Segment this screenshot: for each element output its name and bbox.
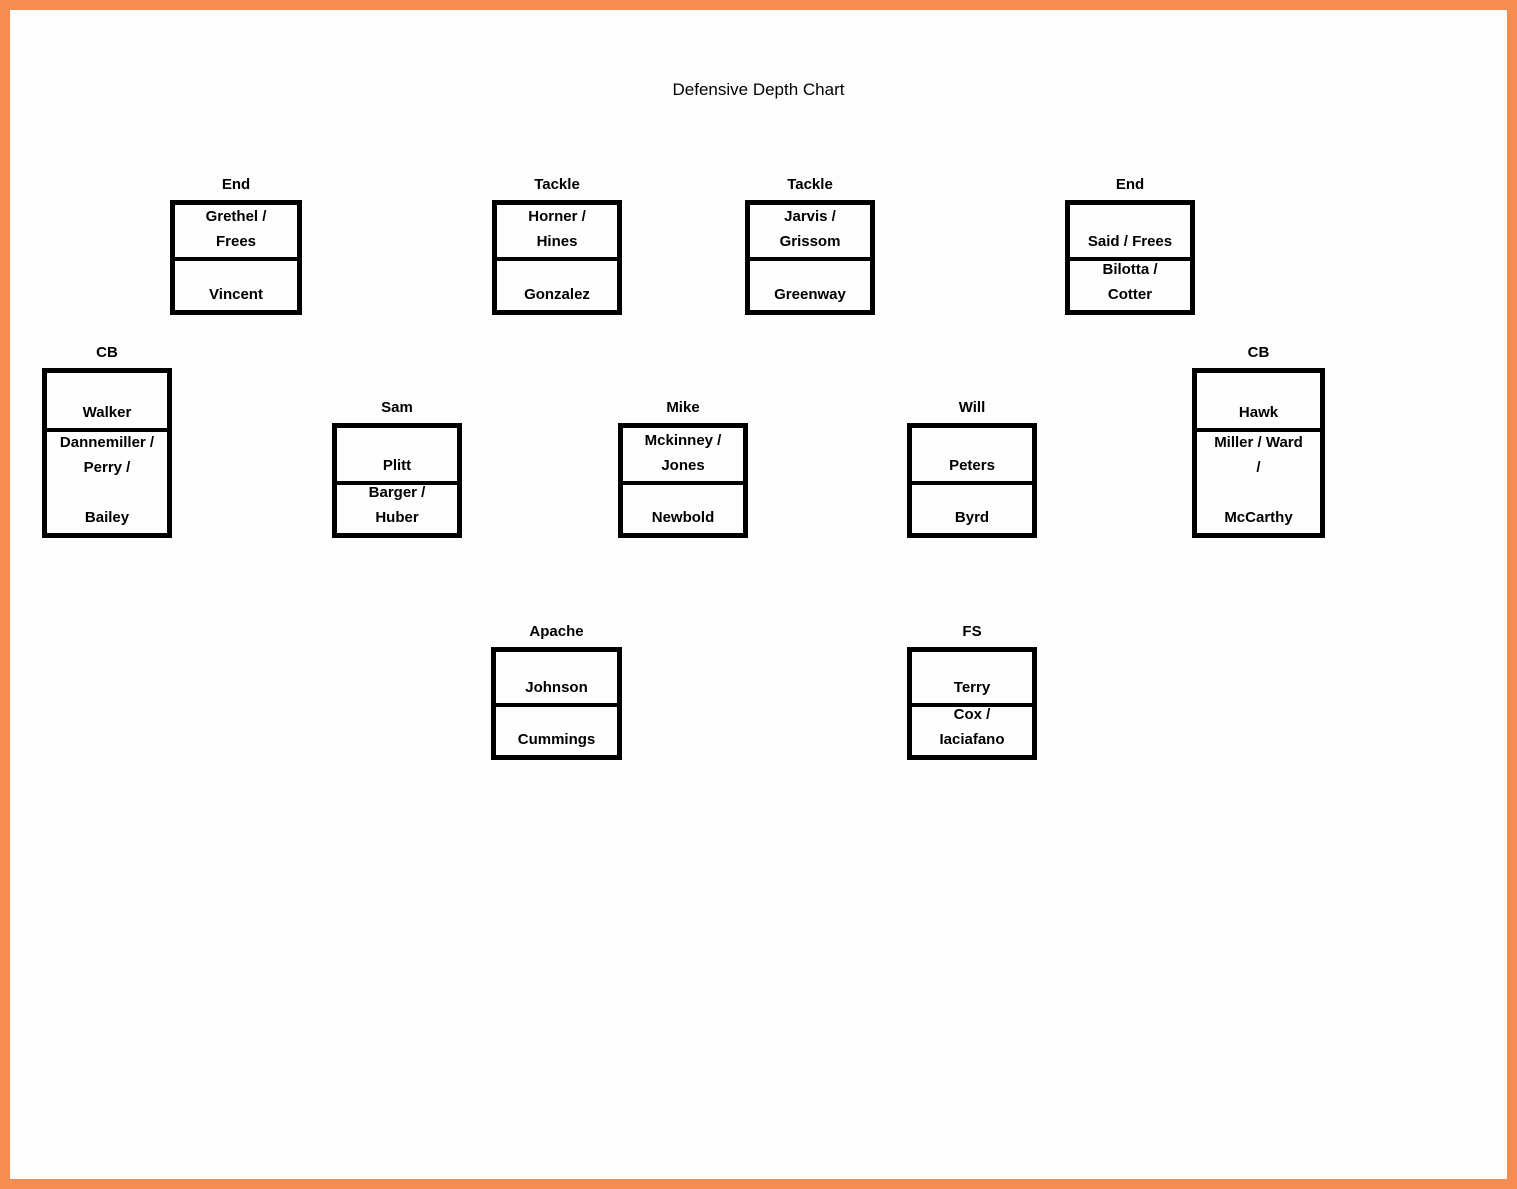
position-group-sam: Sam Plitt Barger / Huber: [332, 397, 462, 538]
player-name-line: Vincent: [209, 286, 263, 303]
backup-cell: Cox / Iaciafano: [912, 703, 1032, 755]
backup-cell: Newbold: [623, 481, 743, 533]
player-name-line: Plitt: [382, 457, 412, 474]
position-group-cb-left: CB Walker Dannemiller / Perry / Bailey: [42, 342, 172, 538]
position-group-mike: Mike Mckinney / Jones Newbold: [618, 397, 748, 538]
position-group-tackle-right: Tackle Jarvis / Grissom Greenway: [745, 174, 875, 315]
player-name-line: Jones: [661, 457, 705, 474]
backup-cell: Byrd: [912, 481, 1032, 533]
player-name-line: /: [1256, 459, 1261, 476]
starter-cell: Terry: [912, 652, 1032, 703]
player-name-line: Newbold: [651, 509, 715, 526]
player-name-line: Mckinney /: [644, 432, 722, 449]
page-title: Defensive Depth Chart: [672, 80, 845, 99]
starter-cell: Walker: [47, 373, 167, 428]
depth-box: Hawk Miller / Ward / McCarthy: [1192, 368, 1325, 538]
depth-box: Jarvis / Grissom Greenway: [745, 200, 875, 315]
position-label: Apache: [529, 623, 584, 640]
player-name-line: Terry: [953, 679, 991, 696]
player-name-line: Cummings: [517, 731, 596, 748]
position-label: Sam: [381, 399, 413, 416]
position-label: Will: [958, 399, 986, 416]
player-name-line: Perry /: [83, 459, 131, 476]
player-name-line: Gonzalez: [524, 286, 590, 303]
backup-cell: Vincent: [175, 257, 297, 310]
backup-cell: Gonzalez: [497, 257, 617, 310]
player-name-line: Hines: [536, 233, 578, 250]
starter-cell: Jarvis / Grissom: [750, 205, 870, 257]
position-label: Mike: [666, 399, 700, 416]
player-name-line: Miller / Ward: [1214, 434, 1303, 451]
position-group-end-right: End Said / Frees Bilotta / Cotter: [1065, 174, 1195, 315]
position-group-cb-right: CB Hawk Miller / Ward / McCarthy: [1192, 342, 1325, 538]
player-name-line: Walker: [82, 404, 132, 421]
player-name-line: Frees: [215, 233, 257, 250]
starter-cell: Plitt: [337, 428, 457, 481]
backup-cell: Bilotta / Cotter: [1070, 257, 1190, 310]
player-name-line: McCarthy: [1224, 509, 1293, 526]
depth-box: Mckinney / Jones Newbold: [618, 423, 748, 538]
player-name-line: Jarvis /: [784, 208, 836, 225]
position-label: CB: [1247, 344, 1270, 361]
player-name-line: Hawk: [1238, 404, 1279, 421]
depth-box: Grethel / Frees Vincent: [170, 200, 302, 315]
player-name-line: Barger /: [368, 484, 426, 501]
position-label: End: [1115, 176, 1145, 193]
starter-cell: Peters: [912, 428, 1032, 481]
depth-box: Walker Dannemiller / Perry / Bailey: [42, 368, 172, 538]
player-name-line: Huber: [375, 509, 419, 526]
player-name-line: Iaciafano: [939, 731, 1005, 748]
backup-cell: Dannemiller / Perry / Bailey: [47, 428, 167, 533]
position-group-tackle-left: Tackle Horner / Hines Gonzalez: [492, 174, 622, 315]
player-name-line: Dannemiller /: [59, 434, 155, 451]
position-group-apache: Apache Johnson Cummings: [491, 621, 622, 760]
starter-cell: Hawk: [1197, 373, 1320, 428]
player-name-line: Byrd: [954, 509, 990, 526]
player-name-line: Cotter: [1107, 286, 1153, 303]
position-label: Tackle: [534, 176, 580, 193]
position-group-end-left: End Grethel / Frees Vincent: [170, 174, 302, 315]
position-label: FS: [962, 623, 982, 640]
player-name-line: [49, 480, 165, 505]
player-name-line: Grethel /: [205, 208, 267, 225]
backup-cell: Miller / Ward / McCarthy: [1197, 428, 1320, 533]
starter-cell: Said / Frees: [1070, 205, 1190, 257]
backup-cell: Barger / Huber: [337, 481, 457, 533]
player-name-line: Grissom: [779, 233, 841, 250]
backup-cell: Greenway: [750, 257, 870, 310]
depth-box: Johnson Cummings: [491, 647, 622, 760]
starter-cell: Mckinney / Jones: [623, 428, 743, 481]
position-label: Tackle: [787, 176, 833, 193]
depth-box: Plitt Barger / Huber: [332, 423, 462, 538]
backup-cell: Cummings: [496, 703, 617, 755]
depth-box: Horner / Hines Gonzalez: [492, 200, 622, 315]
depth-box: Said / Frees Bilotta / Cotter: [1065, 200, 1195, 315]
position-label: End: [221, 176, 251, 193]
starter-cell: Horner / Hines: [497, 205, 617, 257]
depth-box: Terry Cox / Iaciafano: [907, 647, 1037, 760]
starter-cell: Johnson: [496, 652, 617, 703]
depth-box: Peters Byrd: [907, 423, 1037, 538]
position-label: CB: [96, 344, 118, 361]
player-name-line: Johnson: [525, 679, 588, 696]
player-name-line: Bailey: [84, 509, 130, 526]
starter-cell: Grethel / Frees: [175, 205, 297, 257]
player-name-line: Horner /: [528, 208, 586, 225]
position-group-will: Will Peters Byrd: [907, 397, 1037, 538]
player-name-line: Peters: [949, 457, 995, 474]
position-group-fs: FS Terry Cox / Iaciafano: [907, 621, 1037, 760]
player-name-line: Cox /: [953, 706, 991, 723]
player-name-line: Said / Frees: [1087, 233, 1173, 250]
player-name-line: [1199, 480, 1318, 505]
player-name-line: Greenway: [774, 286, 846, 303]
player-name-line: Bilotta /: [1102, 261, 1158, 278]
